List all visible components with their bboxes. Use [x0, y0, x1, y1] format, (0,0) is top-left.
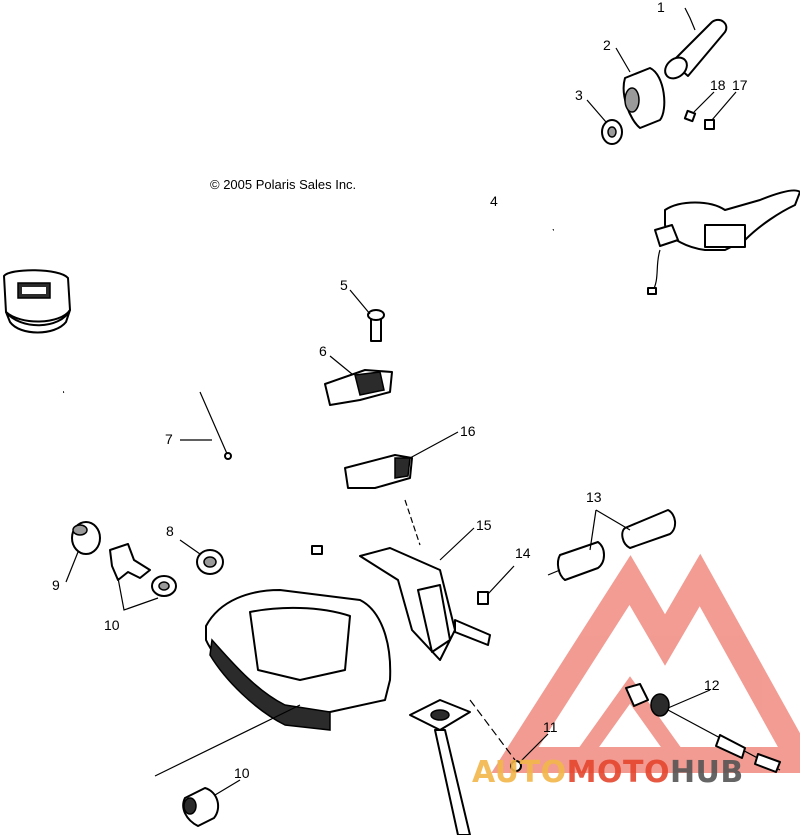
washer-part-3 — [586, 99, 623, 145]
callout-17: 17 — [732, 77, 748, 93]
watermark-logo — [491, 553, 800, 773]
clamp-lower-part-16 — [344, 431, 459, 489]
cap-part-9 — [65, 521, 101, 583]
callout-10: 10 — [104, 617, 120, 633]
bracket-part-15 — [359, 499, 491, 661]
callout-4: 4 — [490, 193, 498, 209]
grip-part-1 — [664, 7, 728, 80]
callout-18: 18 — [710, 77, 726, 93]
handlebar — [62, 224, 557, 455]
watermark-hub: HUB — [670, 755, 744, 790]
callout-11: 11 — [543, 719, 558, 735]
callout-8: 8 — [166, 523, 174, 539]
switch-part-10-lower — [182, 779, 241, 827]
cable-part-12 — [625, 683, 781, 773]
handlebar-pod — [154, 545, 392, 777]
watermark-moto: MOTO — [567, 755, 670, 790]
nut-part-11 — [510, 733, 549, 772]
watermark-text: AUTOMOTOHUB — [472, 755, 744, 790]
key-and-nut-part-10 — [109, 543, 177, 611]
callout-14: 14 — [515, 545, 531, 561]
callout-10-lower: 10 — [234, 765, 250, 781]
throttle-housing-part-2 — [615, 47, 666, 129]
bolt-part-5 — [349, 289, 385, 342]
callout-13: 13 — [586, 489, 602, 505]
watermark-auto: AUTO — [472, 755, 567, 790]
callout-7: 7 — [165, 431, 173, 447]
nut-part-17 — [704, 91, 737, 130]
long-bolt-part-7 — [180, 391, 232, 460]
callout-1: 1 — [657, 0, 665, 15]
steering-stem — [409, 699, 516, 835]
grommet-part-8 — [179, 539, 224, 575]
grips-part-13 — [547, 509, 676, 581]
callout-3: 3 — [575, 87, 583, 103]
callout-15: 15 — [476, 517, 492, 533]
clamp-upper-part-6 — [324, 355, 393, 406]
clip-part-14 — [477, 565, 515, 605]
brake-lever-assembly — [647, 189, 800, 295]
screw-part-18 — [683, 91, 715, 123]
callout-2: 2 — [603, 37, 611, 53]
callout-16: 16 — [460, 423, 476, 439]
callout-6: 6 — [319, 343, 327, 359]
callout-12: 12 — [704, 677, 720, 693]
left-switch-housing — [3, 269, 71, 334]
callout-5: 5 — [340, 277, 348, 293]
copyright-notice: © 2005 Polaris Sales Inc. — [210, 177, 356, 192]
callout-9: 9 — [52, 577, 60, 593]
